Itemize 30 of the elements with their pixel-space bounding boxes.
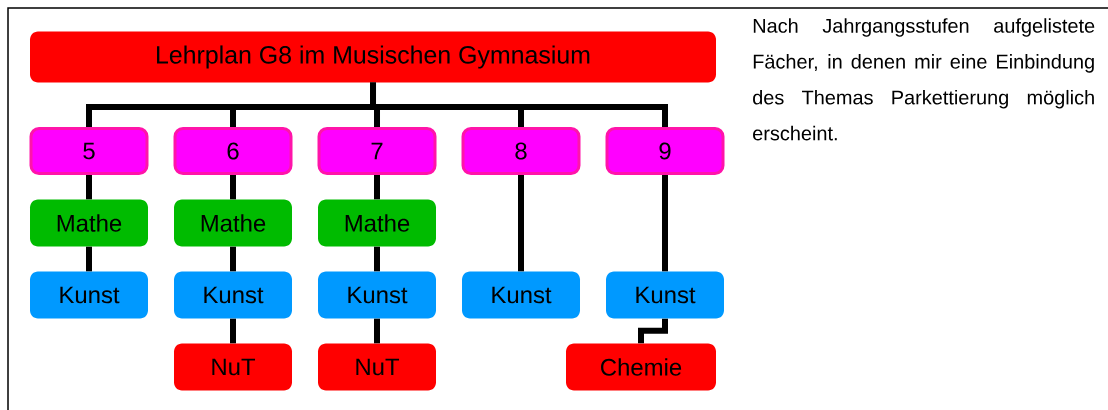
subject-box: Kunst xyxy=(30,271,148,319)
subject-box: NuT xyxy=(174,343,292,391)
subject-box: Mathe xyxy=(30,199,148,247)
connector-line xyxy=(662,175,668,272)
grade-box: 5 xyxy=(29,127,149,175)
connector-line xyxy=(230,318,236,344)
subject-box: Chemie xyxy=(566,343,716,391)
subject-box: NuT xyxy=(318,343,436,391)
grade-box: 7 xyxy=(317,127,437,175)
connector-line xyxy=(374,175,380,200)
subject-box: Kunst xyxy=(606,271,724,319)
grade-box: 8 xyxy=(461,127,581,175)
subject-box: Mathe xyxy=(174,199,292,247)
subject-box: Kunst xyxy=(318,271,436,319)
title-box: Lehrplan G8 im Musischen Gymnasium xyxy=(30,31,716,83)
connector-line xyxy=(86,246,92,272)
connector-line xyxy=(374,246,380,272)
subject-box: Kunst xyxy=(462,271,580,319)
connector-line xyxy=(370,82,668,127)
grade-box: 6 xyxy=(173,127,293,175)
subject-box: Mathe xyxy=(318,199,436,247)
subject-box: Kunst xyxy=(174,271,292,319)
connector-line xyxy=(638,318,668,344)
description-text: Nach Jahrgangsstufen aufgelistete Fächer, in denen mir eine Einbindung des Themas Parkettierung möglich erscheint. xyxy=(753,18,1095,141)
connector-line xyxy=(518,175,524,272)
connector-line xyxy=(374,318,380,344)
connector-line xyxy=(230,175,236,200)
connector-line xyxy=(230,246,236,272)
grade-box: 9 xyxy=(605,127,725,175)
connector-line xyxy=(86,175,92,200)
